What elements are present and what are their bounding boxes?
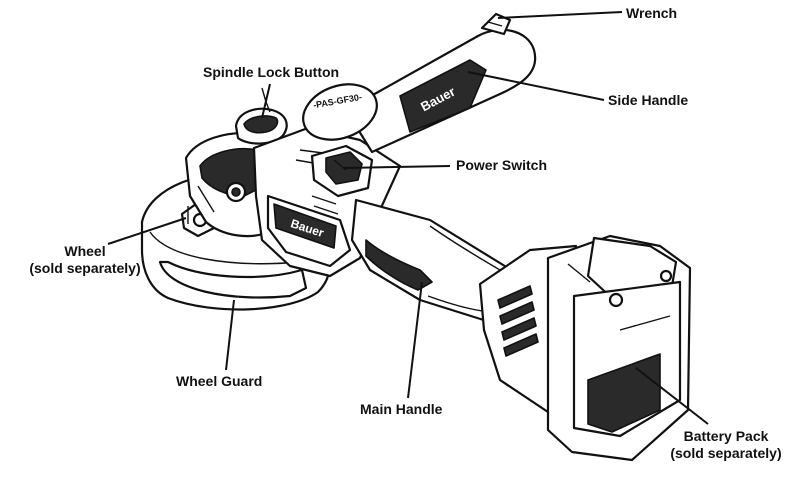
battery-pack-shape: [478, 234, 692, 462]
label-wheel: Wheel (sold separately): [20, 243, 150, 277]
leader-wheel: [107, 217, 187, 245]
label-power-switch: Power Switch: [456, 157, 548, 173]
label-wheel-line2: (sold separately): [29, 260, 141, 276]
label-battery-pack-line2: (sold separately): [670, 445, 782, 461]
leader-spindle-lock: [261, 83, 271, 119]
side-handle-shape: Bauer -PAS-GF30-: [302, 12, 537, 154]
label-wheel-guard: Wheel Guard: [176, 373, 263, 389]
main-handle-shape: [350, 198, 522, 324]
spindle-lock-button-shape: [234, 87, 288, 145]
label-wheel-line1: Wheel: [64, 243, 106, 259]
leader-main-handle: [407, 281, 423, 399]
leader-battery-pack: [635, 367, 709, 425]
label-wrench: Wrench: [626, 5, 678, 21]
leader-wrench: [497, 11, 623, 19]
label-battery-pack: Battery Pack (sold separately): [656, 428, 796, 462]
leader-lines: [107, 11, 709, 425]
label-main-handle: Main Handle: [360, 401, 443, 417]
leader-power-switch: [343, 165, 451, 169]
leader-wheel-guard: [225, 299, 235, 371]
label-spindle-lock-button: Spindle Lock Button: [203, 64, 340, 80]
label-battery-pack-line1: Battery Pack: [683, 428, 769, 444]
leader-side-handle: [467, 71, 605, 101]
label-side-handle: Side Handle: [608, 92, 689, 108]
